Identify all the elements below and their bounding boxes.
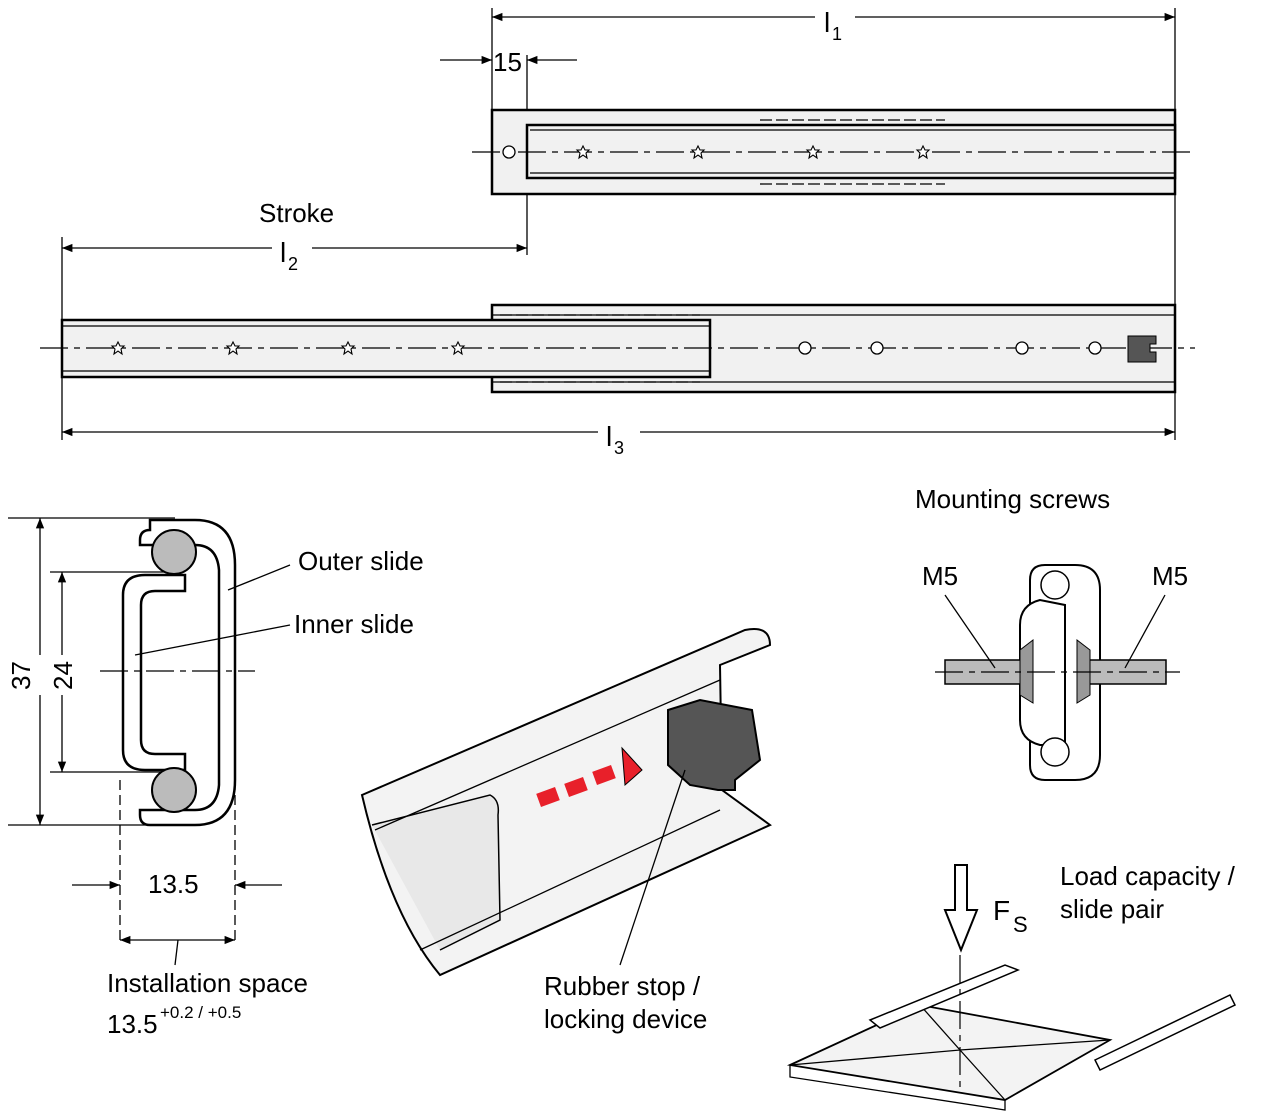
stroke-label: Stroke <box>259 198 334 228</box>
rubber-stop-label-line1: Rubber stop / <box>544 971 701 1001</box>
load-capacity-line1: Load capacity / <box>1060 861 1236 891</box>
slide-extended-view: Stroke l 2 l 3 <box>40 198 1195 458</box>
l2-label: l <box>280 237 286 268</box>
right-screw-label: M5 <box>1152 561 1188 591</box>
l3-subscript: 3 <box>614 438 624 458</box>
load-arrow-icon <box>943 864 979 953</box>
load-capacity-line2: slide pair <box>1060 894 1164 924</box>
installation-value: 13.5 <box>107 1009 158 1039</box>
mounting-screws-title: Mounting screws <box>915 484 1110 514</box>
cross-section: 37 24 13.5 Outer slide Inner slide Insta… <box>6 517 424 1039</box>
l3-label: l <box>606 421 612 452</box>
rubber-stop-detail: Rubber stop / locking device <box>360 628 772 1034</box>
load-symbol-subscript: S <box>1013 912 1028 937</box>
installation-tolerance: +0.2 / +0.5 <box>160 1003 241 1022</box>
height-37-label: 37 <box>6 661 36 690</box>
offset-15-label: 15 <box>493 47 522 77</box>
l1-subscript: 1 <box>832 24 842 44</box>
rubber-stop-block <box>667 698 762 791</box>
ball-distance-24-label: 24 <box>48 661 78 690</box>
l1-label: l <box>824 7 830 38</box>
left-screw-label: M5 <box>922 561 958 591</box>
l2-subscript: 2 <box>288 254 298 274</box>
installation-space-label: Installation space <box>107 968 308 998</box>
rubber-stop-icon <box>1127 335 1157 363</box>
rubber-stop-label-line2: locking device <box>544 1004 707 1034</box>
inner-slide-label: Inner slide <box>294 609 414 639</box>
slide-retracted-view: l 1 15 <box>440 2 1195 440</box>
outer-slide-label: Outer slide <box>298 546 424 576</box>
direction-arrow-icon <box>621 746 643 787</box>
mounting-screws-detail: Mounting screws M5 M5 <box>915 484 1188 781</box>
load-capacity-detail: F S Load capacity / slide pair <box>786 861 1237 1111</box>
width-13-5-label: 13.5 <box>148 869 199 899</box>
load-symbol: F <box>993 895 1010 926</box>
